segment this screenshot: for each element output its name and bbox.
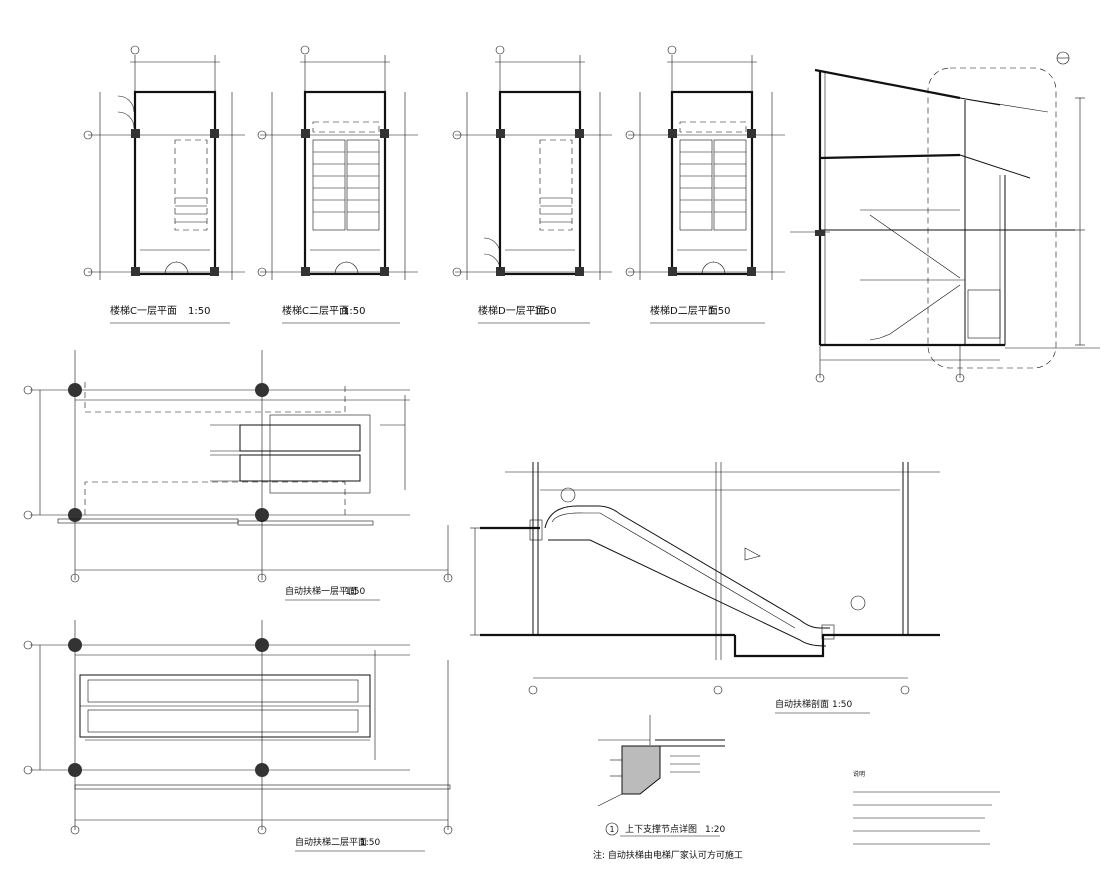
escalator-plan-1-scale: 1:50 [345,587,365,597]
escalator-section-title: 自动扶梯剖面 [775,698,829,710]
detail-marker: 1 [609,825,614,834]
stair-plan-4: 楼梯D二层平面 1:50 [625,45,785,324]
stair-plan-3-title: 楼梯D一层平面 [478,304,546,317]
stair-plan-1-title: 楼梯C一层平面 [110,304,177,317]
escalator-plan-2-scale: 1:50 [360,838,380,848]
stair-plan-1: 楼梯C一层平面 1:50 [83,45,245,324]
stair-plan-2-title: 楼梯C二层平面 [282,304,349,317]
stair-plan-2-scale: 1:50 [343,306,365,317]
stair-plan-1-scale: 1:50 [188,306,210,317]
escalator-section: 自动扶梯剖面 1:50 [470,462,940,714]
building-section [790,51,1100,383]
stair-plan-4-title: 楼梯D二层平面 [650,304,718,317]
escalator-plan-2: 自动扶梯二层平面 1:50 [23,620,453,852]
stair-plan-2: 楼梯C二层平面 1:50 [257,45,418,324]
stair-plan-4-scale: 1:50 [708,306,730,317]
escalator-section-scale: 1:50 [832,700,852,710]
escalator-plan-1-title: 自动扶梯一层平面 [285,585,357,597]
detail-scale: 1:20 [705,825,725,835]
stair-plan-3: 楼梯D一层平面 1:50 [452,45,612,324]
construction-note: 注: 自动扶梯由电梯厂家认可方可施工 [593,849,743,861]
notes-block: 说明 [853,770,1000,845]
stair-plan-3-scale: 1:50 [534,306,556,317]
notes-heading: 说明 [853,770,865,778]
support-detail: 1 上下支撑节点详图 1:20 注: 自动扶梯由电梯厂家认可方可施工 [593,715,743,861]
escalator-plan-2-title: 自动扶梯二层平面 [295,836,367,848]
detail-title: 上下支撑节点详图 [625,823,697,835]
escalator-plan-1: 自动扶梯一层平面 1:50 [23,350,453,601]
